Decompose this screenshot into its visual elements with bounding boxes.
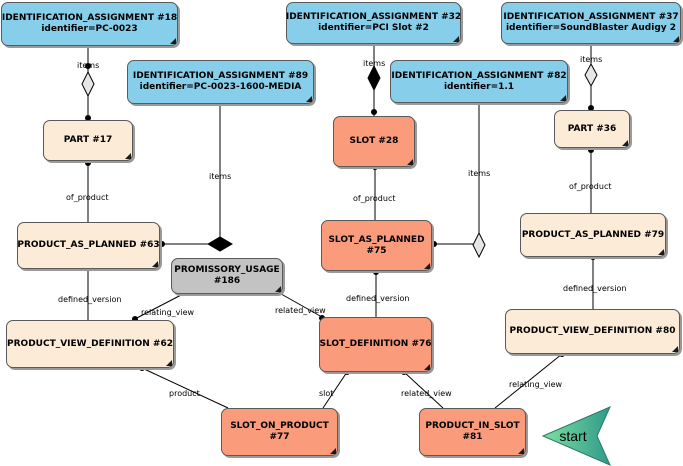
node-title: PART #36: [567, 123, 617, 134]
label-related-view-186: related_view: [275, 306, 326, 315]
label-items-37: items: [580, 55, 603, 64]
node-title: SLOT_ON_PRODUCT: [230, 421, 329, 431]
edge-relating-view-81: [494, 353, 563, 409]
identification-assignment-89-node[interactable]: IDENTIFICATION_ASSIGNMENT #89 identifier…: [127, 60, 314, 104]
dot: [85, 115, 91, 121]
node-title: SLOT #28: [349, 136, 399, 146]
label-of-product-17: of_product: [66, 193, 109, 202]
product-as-planned-79-node[interactable]: PRODUCT_AS_PLANNED #79: [520, 213, 666, 257]
label-items-18: items: [77, 61, 100, 70]
identification-assignment-82-node[interactable]: IDENTIFICATION_ASSIGNMENT #82 identifier…: [390, 60, 568, 103]
slot-28-node[interactable]: SLOT #28: [333, 116, 415, 167]
node-title: PRODUCT_AS_PLANNED #63: [17, 240, 160, 250]
label-defined-version-63: defined_version: [58, 295, 122, 304]
label-relating-view-186: relating_view: [141, 308, 195, 317]
node-title: SLOT_AS_PLANNED: [328, 234, 425, 245]
identification-assignment-18-node[interactable]: IDENTIFICATION_ASSIGNMENT #18 identifier…: [1, 2, 178, 46]
label-related-view-81: related_view: [401, 389, 452, 398]
label-defined-version-75: defined_version: [346, 294, 410, 303]
product-view-definition-80-node[interactable]: PRODUCT_VIEW_DEFINITION #80: [505, 309, 680, 354]
node-number: #77: [269, 432, 290, 442]
edge-relating-view-186: [132, 293, 184, 321]
label-items-32: items: [363, 59, 386, 68]
dot: [431, 241, 437, 247]
slot-on-product-77-node[interactable]: SLOT_ON_PRODUCT #77: [221, 408, 338, 456]
label-items-89: items: [209, 172, 232, 181]
node-number: #186: [213, 276, 241, 286]
product-as-planned-63-node[interactable]: PRODUCT_AS_PLANNED #63: [17, 222, 160, 269]
label-slot-77: slot: [319, 389, 334, 398]
dot: [85, 160, 91, 166]
dot: [85, 63, 91, 69]
node-title: PRODUCT_VIEW_DEFINITION #80: [509, 326, 676, 336]
node-title: IDENTIFICATION_ASSIGNMENT #82: [391, 70, 567, 81]
promissory-usage-186-node[interactable]: PROMISSORY_USAGE #186: [171, 258, 283, 294]
label-product-77: product: [169, 389, 200, 398]
dot: [588, 105, 594, 111]
node-identifier: identifier=PC-0023-1600-MEDIA: [139, 82, 302, 92]
node-title: PRODUCT_AS_PLANNED #79: [521, 229, 665, 240]
node-title: PROMISSORY_USAGE: [174, 265, 280, 275]
node-title: PRODUCT_IN_SLOT: [425, 421, 520, 431]
label-items-82: items: [468, 169, 491, 178]
edge-related-view-81: [403, 371, 444, 409]
part-36-node[interactable]: PART #36: [554, 110, 630, 148]
product-in-slot-81-node[interactable]: PRODUCT_IN_SLOT #81: [419, 408, 526, 456]
dot: [588, 147, 594, 153]
node-title: PRODUCT_VIEW_DEFINITION #62: [7, 338, 173, 349]
label-defined-version-79: defined_version: [563, 284, 627, 293]
dot: [371, 109, 377, 115]
diamond-solid-items-32: [367, 64, 381, 92]
node-title: IDENTIFICATION_ASSIGNMENT #32: [285, 12, 462, 22]
edge-product-77: [141, 367, 229, 409]
start-arrow-icon[interactable]: [541, 406, 611, 466]
node-identifier: identifier=1.1: [443, 81, 515, 92]
node-number: #81: [462, 432, 483, 442]
label-relating-view-81: relating_view: [509, 380, 563, 389]
node-title: SLOT_DEFINITION #76: [319, 339, 432, 349]
edge-slot-77: [322, 371, 348, 409]
diamond-open-items-82: [472, 231, 486, 259]
node-title: PART #17: [63, 135, 113, 145]
slot-definition-76-node[interactable]: SLOT_DEFINITION #76: [319, 317, 432, 372]
label-of-product-28: of_product: [353, 194, 396, 203]
start-label: start: [559, 428, 586, 444]
node-title: IDENTIFICATION_ASSIGNMENT #89: [132, 71, 309, 81]
slot-as-planned-75-node[interactable]: SLOT_AS_PLANNED #75: [321, 220, 432, 271]
product-view-definition-62-node[interactable]: PRODUCT_VIEW_DEFINITION #62: [6, 320, 174, 368]
diamond-open-items-37: [584, 62, 598, 88]
dot: [159, 241, 165, 247]
node-identifier: identifier=PC-0023: [41, 24, 138, 34]
identification-assignment-32-node[interactable]: IDENTIFICATION_ASSIGNMENT #32 identifier…: [286, 2, 461, 44]
node-title: IDENTIFICATION_ASSIGNMENT #37: [503, 12, 679, 22]
identification-assignment-37-node[interactable]: IDENTIFICATION_ASSIGNMENT #37 identifier…: [501, 2, 681, 44]
node-identifier: identifier=SoundBlaster Audigy 2: [505, 23, 677, 33]
node-identifier: identifier=PCI Slot #2: [318, 23, 429, 33]
node-title: IDENTIFICATION_ASSIGNMENT #18: [1, 13, 178, 23]
edge-related-view-186: [273, 289, 323, 318]
diamond-solid-items-89: [207, 236, 233, 252]
label-of-product-36: of_product: [569, 182, 612, 191]
node-number: #75: [366, 245, 387, 256]
diamond-open-items-18: [81, 70, 95, 98]
part-17-node[interactable]: PART #17: [43, 120, 133, 161]
